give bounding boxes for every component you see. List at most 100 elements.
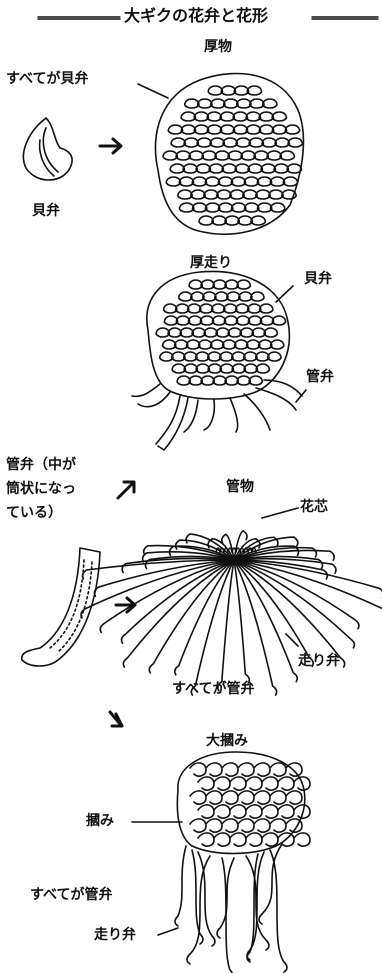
petal (260, 304, 273, 313)
petal (213, 280, 226, 289)
petal (241, 151, 255, 160)
petal (252, 328, 265, 337)
petal (172, 364, 185, 373)
petal (205, 203, 219, 212)
curled-petal (262, 777, 278, 790)
petal (168, 125, 182, 134)
petal (194, 112, 208, 121)
petal (176, 151, 190, 160)
petal (176, 316, 189, 325)
petal (208, 86, 222, 95)
petal (205, 177, 219, 186)
tube-petal (234, 560, 354, 648)
petal (232, 352, 245, 361)
petal (163, 340, 176, 349)
petal (197, 138, 211, 147)
petal (251, 216, 265, 225)
curled-petal (246, 805, 262, 818)
petal (256, 190, 270, 199)
petal (211, 99, 225, 108)
curled-petal (198, 777, 214, 790)
curled-petal (254, 819, 270, 832)
curled-petal (238, 763, 254, 776)
petal (201, 280, 214, 289)
petal (260, 316, 273, 325)
atsubashiri-kaiben-leader (276, 286, 293, 302)
tube-petal (100, 560, 234, 632)
long-tube-petal (222, 858, 233, 973)
petal (192, 328, 205, 337)
curled-petal (278, 777, 294, 790)
atsumono-leader-line (138, 84, 168, 98)
petal (164, 316, 177, 325)
petal (237, 99, 251, 108)
petal (248, 164, 262, 173)
petal (244, 352, 257, 361)
ootsukami-flower (175, 752, 310, 973)
petal (215, 292, 228, 301)
petal (163, 151, 177, 160)
tube-petal (234, 560, 382, 618)
ootsukami-tsukami-label: 摑み (86, 814, 114, 828)
curled-petal (190, 791, 206, 804)
petal (231, 177, 245, 186)
ootsukami-hashiri-leader (158, 928, 178, 935)
petal (208, 364, 221, 373)
curled-petal (214, 777, 230, 790)
petal (220, 364, 233, 373)
long-tube-petal (175, 846, 186, 926)
petal (218, 203, 232, 212)
petal (224, 99, 238, 108)
petal (272, 125, 286, 134)
petal (256, 364, 269, 373)
petal (233, 112, 247, 121)
petal (234, 86, 248, 95)
petal (200, 316, 213, 325)
petal (164, 304, 177, 313)
petal (187, 340, 200, 349)
petal (204, 328, 217, 337)
curled-petal (294, 833, 310, 846)
petal (225, 280, 238, 289)
curled-petal (230, 833, 246, 846)
petal (160, 352, 173, 361)
petal (179, 292, 192, 301)
petal (223, 138, 237, 147)
petal (254, 151, 268, 160)
petal (191, 190, 205, 199)
petal (256, 352, 269, 361)
petal (185, 99, 199, 108)
petal (192, 177, 206, 186)
curled-petal (246, 777, 262, 790)
petal (204, 190, 218, 199)
petal (212, 304, 225, 313)
petal (188, 304, 201, 313)
petal (251, 292, 264, 301)
petal (257, 203, 271, 212)
petal (236, 304, 249, 313)
curled-petal (238, 791, 254, 804)
petal (271, 340, 284, 349)
petal (203, 292, 216, 301)
petal (207, 125, 221, 134)
kanben-desc-line1: 管弁（中が (6, 458, 76, 472)
curled-petal (214, 805, 230, 818)
petal (208, 352, 221, 361)
petal (212, 216, 226, 225)
curled-petal (222, 763, 238, 776)
ootsukami-name: 大摑み (206, 734, 248, 748)
petal (184, 364, 197, 373)
curled-petal (222, 819, 238, 832)
petal (224, 304, 237, 313)
petal (188, 316, 201, 325)
petal (250, 99, 264, 108)
petal (202, 151, 216, 160)
title-rule-right (312, 17, 378, 19)
curled-petal (206, 791, 222, 804)
petal (201, 376, 214, 385)
kudamono-name: 管物 (226, 480, 254, 494)
petal (220, 352, 233, 361)
petal (248, 304, 261, 313)
petal (189, 376, 202, 385)
petal (192, 203, 206, 212)
